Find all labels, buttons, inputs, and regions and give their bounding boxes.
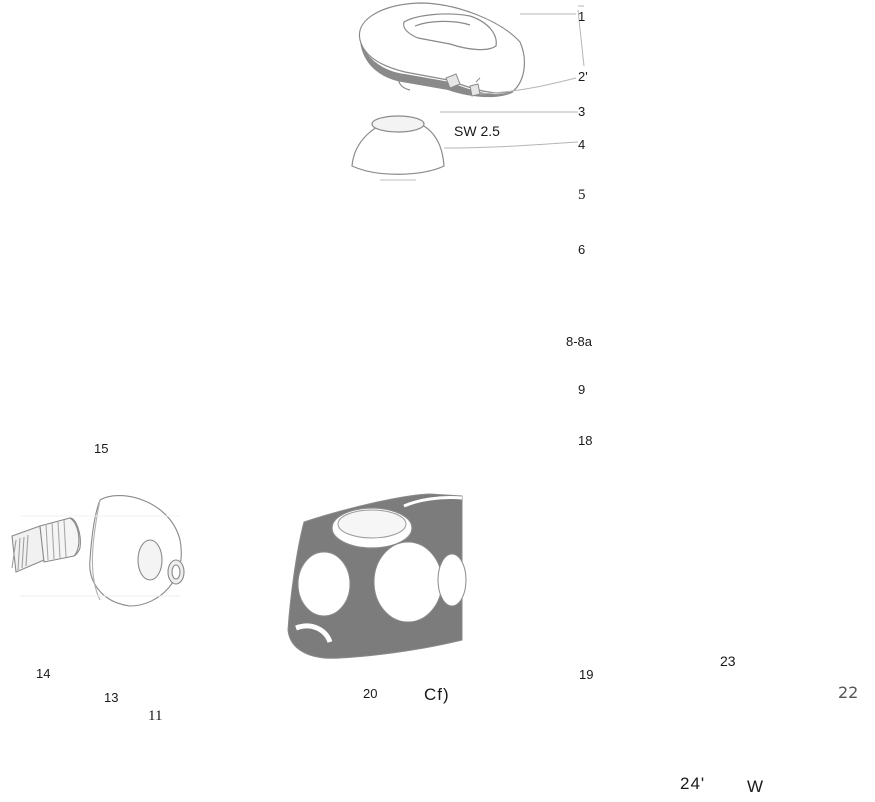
callout-11: 11 [148,708,163,724]
callout-20: 20 [363,686,378,701]
callout-23: 23 [720,653,736,669]
callout-6: 6 [578,242,586,257]
callout-24: 24' [680,774,706,793]
callout-w: W [747,777,765,796]
spec-label-sw: SW 2.5 [454,123,500,139]
callout-cf: Cf) [424,685,450,704]
callout-14: 14 [36,666,51,681]
callout-4: 4 [578,137,586,152]
lever-handle-part [358,2,526,98]
callout-22: 22 [838,683,859,702]
callout-1: 1 [578,9,586,24]
escutcheon-plate-part [287,493,467,659]
callout-13: 13 [104,690,119,705]
callout-8-8a: 8-8a [566,334,593,349]
callout-19: 19 [579,667,594,682]
set-screw-parts [445,73,481,97]
callout-15: 15 [94,441,109,456]
adapter-escutcheon-parts [11,495,185,607]
callout-2: 2' [578,69,588,84]
callout-18: 18 [578,433,593,448]
leader-lines [440,5,585,149]
callout-5: 5 [578,187,586,203]
cover-cap-part [351,115,445,181]
callout-3: 3 [578,104,586,119]
callout-9: 9 [578,382,586,397]
